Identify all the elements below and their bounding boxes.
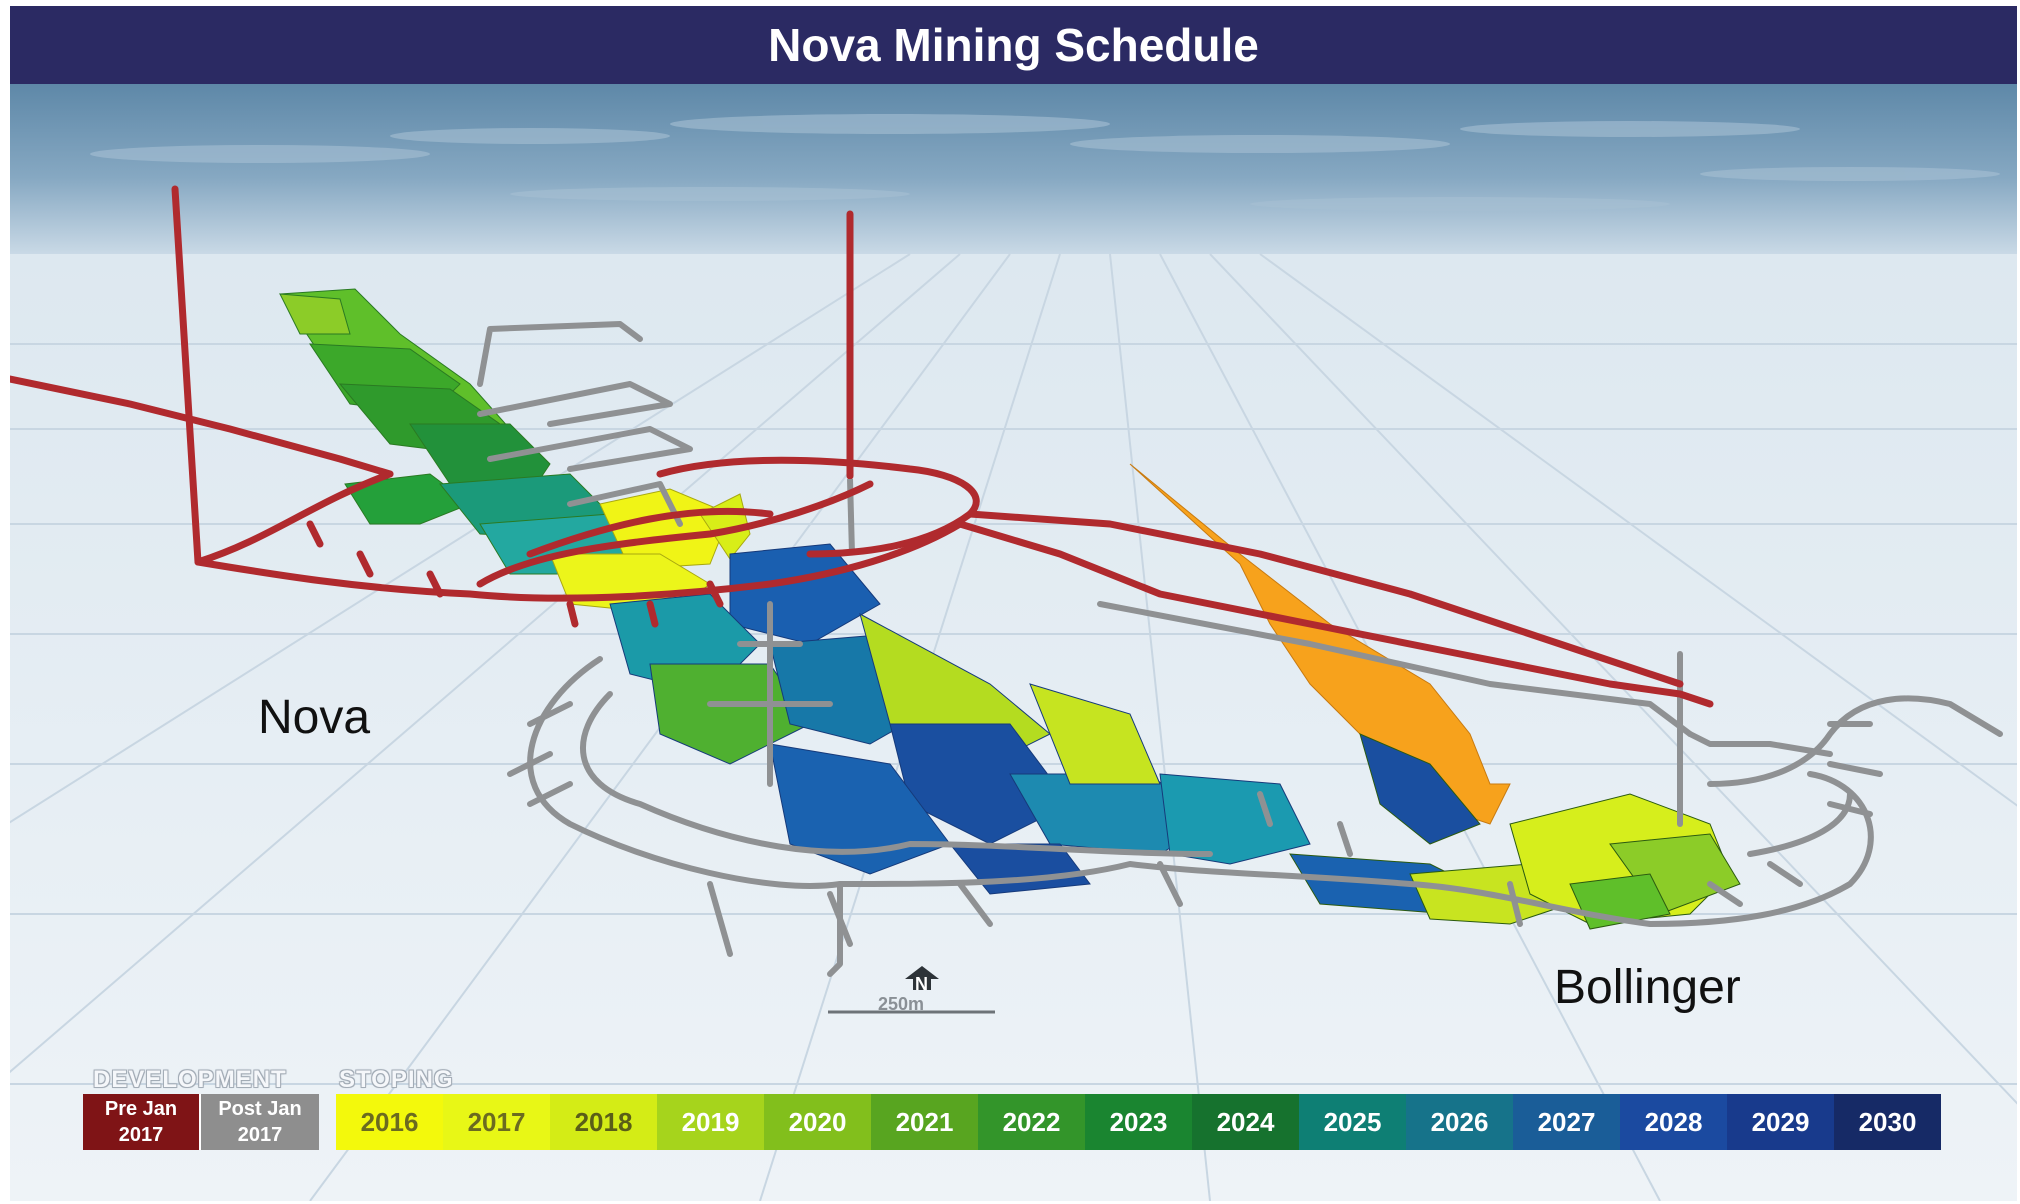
legend-stope-2021: 2021 [871,1094,978,1150]
legend-stope-2028: 2028 [1620,1094,1727,1150]
pre-2017-development [10,375,1714,708]
bollinger-label: Bollinger [1554,961,1741,1014]
north-arrow-icon [905,966,939,990]
scale-distance-label: 250m [878,994,925,1014]
bollinger-lower-stopes [1289,733,1741,930]
legend-stope-2019: 2019 [657,1094,764,1150]
legend-stope-2022: 2022 [978,1094,1085,1150]
page-title: Nova Mining Schedule [10,6,2017,84]
legend-stope-2029: 2029 [1727,1094,1834,1150]
sky-clouds [90,114,2000,211]
nova-lower-stopes [609,543,1311,895]
legend-stope-2020: 2020 [764,1094,871,1150]
legend-stope-2024: 2024 [1192,1094,1299,1150]
legend-stope-2026: 2026 [1406,1094,1513,1150]
legend-dev-post-jan-2017: Post Jan 2017 [199,1094,319,1150]
legend-stope-2017: 2017 [443,1094,550,1150]
mine-3d-view [10,84,2017,1201]
legend-dev-label-line1: Post Jan [218,1098,302,1120]
nova-label: Nova [258,691,371,744]
legend-stope-2018: 2018 [550,1094,657,1150]
legend-dev-label-line1: Pre Jan [104,1098,178,1120]
legend-stope-2027: 2027 [1513,1094,1620,1150]
legend-dev-label-line2: 2017 [118,1124,164,1146]
pre-2017-ventilation-shafts [171,185,854,566]
sky-background [10,84,2017,254]
legend-development: Pre Jan 2017 Post Jan 2017 [83,1094,319,1150]
legend-stope-2023: 2023 [1085,1094,1192,1150]
post-2017-development [477,321,2003,977]
legend-stoping: 2016 2017 2018 2019 2020 2021 2022 2023 … [336,1094,1941,1150]
legend-dev-pre-jan-2017: Pre Jan 2017 [83,1094,199,1150]
legend-stope-2025: 2025 [1299,1094,1406,1150]
legend-dev-label-line2: 2017 [237,1124,283,1146]
legend-stoping-heading: STOPING [339,1066,454,1093]
legend-stope-2016: 2016 [336,1094,443,1150]
legend-stope-2030: 2030 [1834,1094,1941,1150]
north-label: N [915,974,928,994]
legend-development-heading: DEVELOPMENT [93,1066,287,1093]
